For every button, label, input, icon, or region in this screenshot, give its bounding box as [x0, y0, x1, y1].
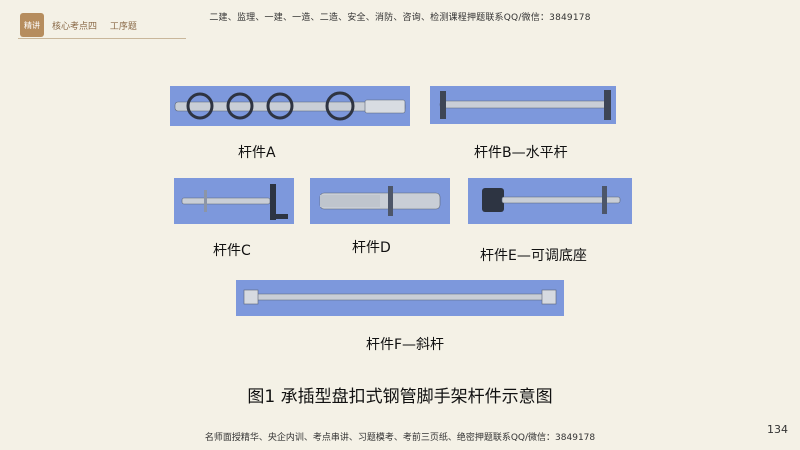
member-d-illustration: [319, 186, 441, 216]
caption-member-c: 杆件C: [213, 243, 251, 259]
caption-member-a: 杆件A: [238, 145, 276, 161]
member-c-illustration: [181, 184, 288, 220]
member-a-illustration: [174, 91, 406, 121]
photo-member-d: [310, 178, 450, 224]
header-nav: 核心考点四 工序题: [52, 19, 147, 32]
nav-item-core-point[interactable]: 核心考点四: [52, 22, 98, 32]
header-divider: [18, 38, 186, 39]
caption-member-e: 杆件E—可调底座: [480, 248, 587, 264]
member-b-illustration: [439, 90, 611, 120]
photo-member-f: [236, 280, 564, 316]
member-e-illustration: [482, 186, 621, 214]
member-f-illustration: [243, 289, 557, 305]
page-number: 134: [767, 423, 788, 436]
footer-banner: 名师面授精华、央企内训、考点串讲、习题模考、考前三页纸、绝密押题联系QQ/微信：…: [204, 433, 596, 443]
photo-member-c: [174, 178, 294, 224]
nav-item-process[interactable]: 工序题: [109, 22, 137, 32]
photo-member-b: [430, 86, 616, 124]
photo-member-a: [170, 86, 410, 126]
caption-member-d: 杆件D: [352, 240, 391, 256]
section-badge: 精讲: [20, 13, 44, 37]
figure-title: 图1 承插型盘扣式钢管脚手架杆件示意图: [247, 387, 553, 407]
photo-member-e: [468, 178, 632, 224]
header-banner: 二建、监理、一建、一造、二造、安全、消防、咨询、检测课程押题联系QQ/微信：38…: [209, 13, 591, 23]
caption-member-b: 杆件B—水平杆: [474, 145, 568, 161]
caption-member-f: 杆件F—斜杆: [366, 337, 445, 353]
